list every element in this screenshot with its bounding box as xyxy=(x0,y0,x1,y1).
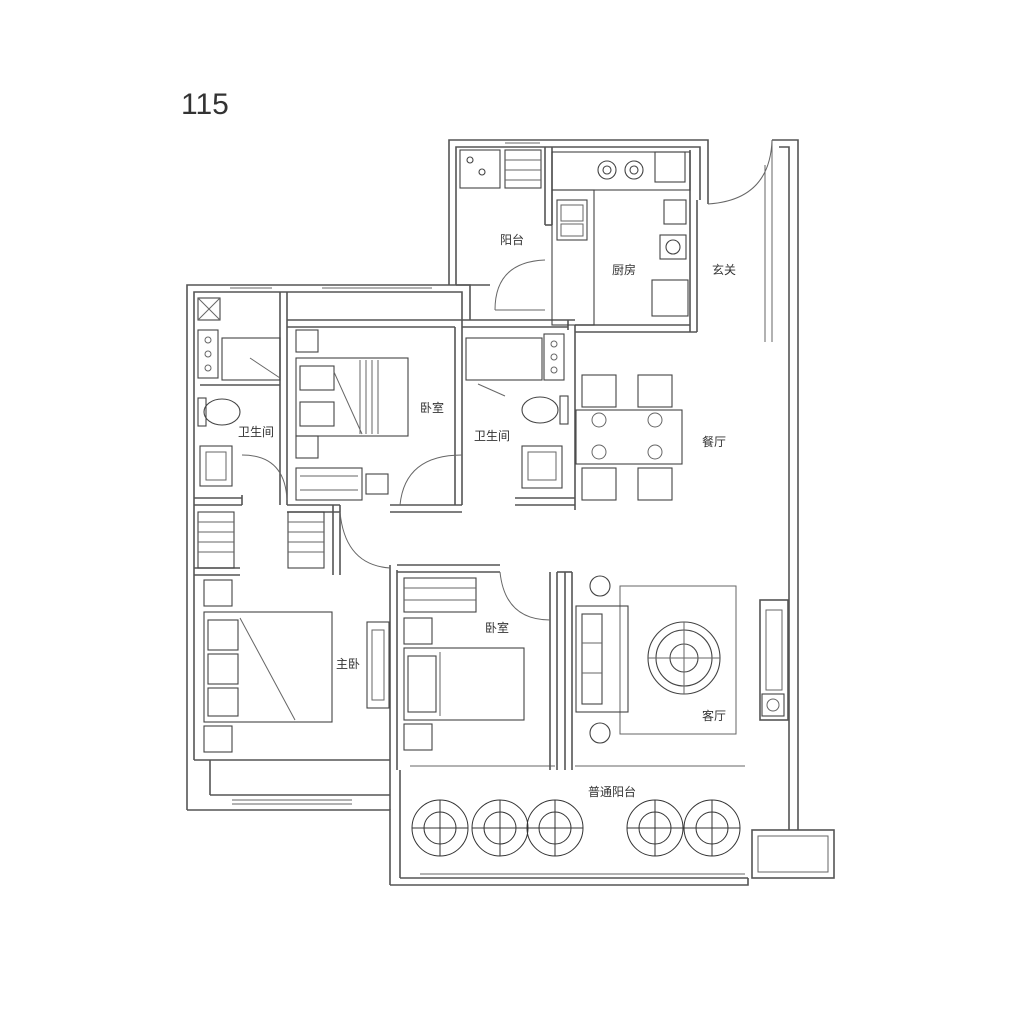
label-kitchen: 厨房 xyxy=(612,262,636,277)
living-room-furniture xyxy=(575,575,785,744)
dining-furniture xyxy=(575,374,683,501)
bathtub-icon xyxy=(465,337,543,381)
balcony-fixtures xyxy=(459,149,542,189)
nightstand-icon xyxy=(403,723,433,751)
nightstand-icon xyxy=(203,579,233,607)
chair-icon xyxy=(581,374,673,501)
lamp-icon xyxy=(589,722,611,744)
label-living-room: 客厅 xyxy=(702,708,726,723)
interior-walls xyxy=(194,147,789,770)
balcony-plants xyxy=(411,799,741,857)
bed-icon xyxy=(403,647,525,721)
outer-walls xyxy=(186,139,835,886)
laundry-sink-icon xyxy=(459,149,501,189)
tree-icon xyxy=(411,799,469,857)
wardrobe-blocks xyxy=(197,511,325,569)
middle-bathroom-fixtures xyxy=(465,333,569,489)
tree-icon xyxy=(471,799,529,857)
room-labels: 阳台 厨房 玄关 卧室 卫生间 卫生间 餐厅 主卧 卧室 客厅 普通阳台 xyxy=(238,232,736,799)
unit-area-title: 115 xyxy=(181,88,229,121)
label-main-balcony: 普通阳台 xyxy=(588,784,636,799)
label-balcony: 阳台 xyxy=(500,232,524,247)
wardrobe-icon xyxy=(403,577,477,613)
dresser-icon xyxy=(366,621,390,709)
tree-icon xyxy=(683,799,741,857)
lamp-icon xyxy=(589,575,611,597)
label-bedroom-north: 卧室 xyxy=(420,400,444,415)
kitchen-fixtures xyxy=(551,151,691,326)
rice-cooker-icon xyxy=(659,234,687,260)
toilet-icon xyxy=(521,395,569,425)
bed-icon xyxy=(203,611,333,723)
stove-icon xyxy=(597,160,644,180)
master-bedroom-furniture xyxy=(203,579,390,753)
cabinet-icon xyxy=(651,279,689,317)
label-dining: 餐厅 xyxy=(702,434,726,449)
left-bathroom-fixtures xyxy=(197,297,281,487)
sofa-icon xyxy=(575,605,629,713)
label-bathroom-left: 卫生间 xyxy=(238,425,274,439)
bathtub-icon xyxy=(221,337,281,381)
wardrobe-icon xyxy=(295,467,363,501)
fridge-icon xyxy=(654,151,686,183)
tree-icon xyxy=(526,799,584,857)
tree-icon xyxy=(626,799,684,857)
shelf-icon xyxy=(197,329,219,379)
label-bathroom-middle: 卫生间 xyxy=(474,429,510,443)
shaft-icon xyxy=(197,297,221,321)
toilet-icon xyxy=(197,397,241,427)
rug-icon xyxy=(619,585,737,735)
nightstand-icon xyxy=(403,617,433,645)
nightstand-icon xyxy=(295,435,319,459)
north-bedroom-furniture xyxy=(295,329,409,501)
oven-icon xyxy=(663,199,687,225)
shelf-icon xyxy=(543,333,565,381)
doors xyxy=(241,139,773,621)
dining-table-icon xyxy=(575,409,683,465)
basin-icon xyxy=(521,445,563,489)
basin-icon xyxy=(199,445,233,487)
south-bedroom-furniture xyxy=(403,577,525,751)
label-bedroom-south: 卧室 xyxy=(485,620,509,635)
nightstand-icon xyxy=(295,329,319,353)
label-master-bedroom: 主卧 xyxy=(336,657,360,671)
washing-machine-icon xyxy=(504,149,542,189)
chair-icon xyxy=(365,473,389,495)
appliance-icon xyxy=(761,693,785,717)
coffee-table-icon xyxy=(647,621,721,695)
bed-icon xyxy=(295,357,409,437)
label-entrance: 玄关 xyxy=(712,262,736,277)
sink-icon xyxy=(556,199,588,241)
nightstand-icon xyxy=(203,725,233,753)
